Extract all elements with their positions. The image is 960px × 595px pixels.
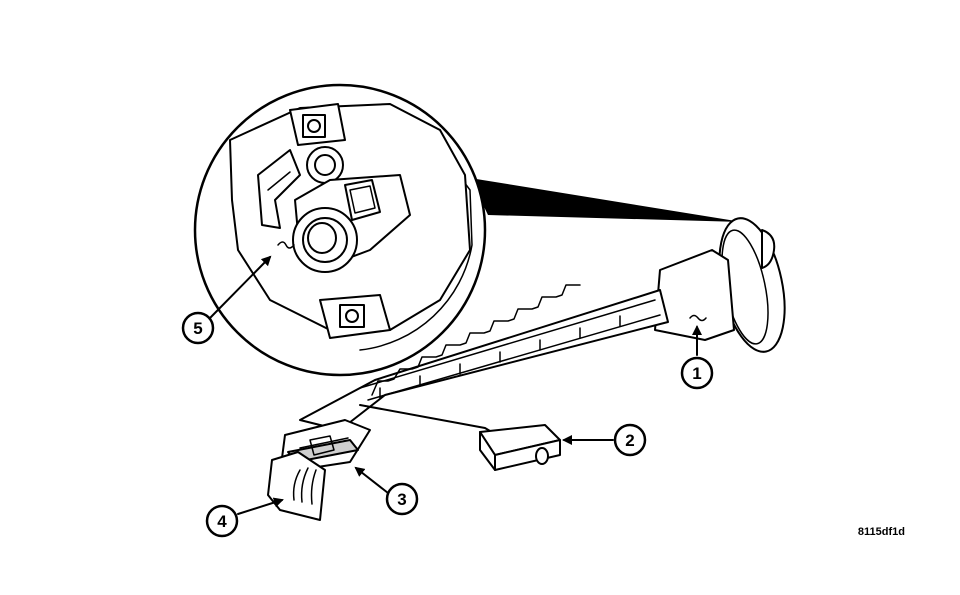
float (479, 424, 561, 471)
sender-assembly (267, 217, 786, 521)
callout-label-3: 3 (397, 490, 406, 509)
resistor-card (359, 284, 661, 401)
figure-code: 8115df1d (858, 526, 905, 538)
callout-5: 5 (181, 255, 272, 345)
magnified-view (193, 83, 487, 377)
callout-label-1: 1 (692, 364, 701, 383)
callout-1: 1 (680, 325, 714, 390)
flange (718, 217, 786, 353)
callout-3: 3 (354, 466, 419, 516)
callout-2: 2 (562, 423, 647, 457)
callout-label-4: 4 (217, 512, 227, 531)
callout-label-2: 2 (625, 431, 634, 450)
callout-4: 4 (205, 497, 284, 538)
callout-label-5: 5 (193, 319, 202, 338)
magnification-projection (470, 178, 742, 222)
